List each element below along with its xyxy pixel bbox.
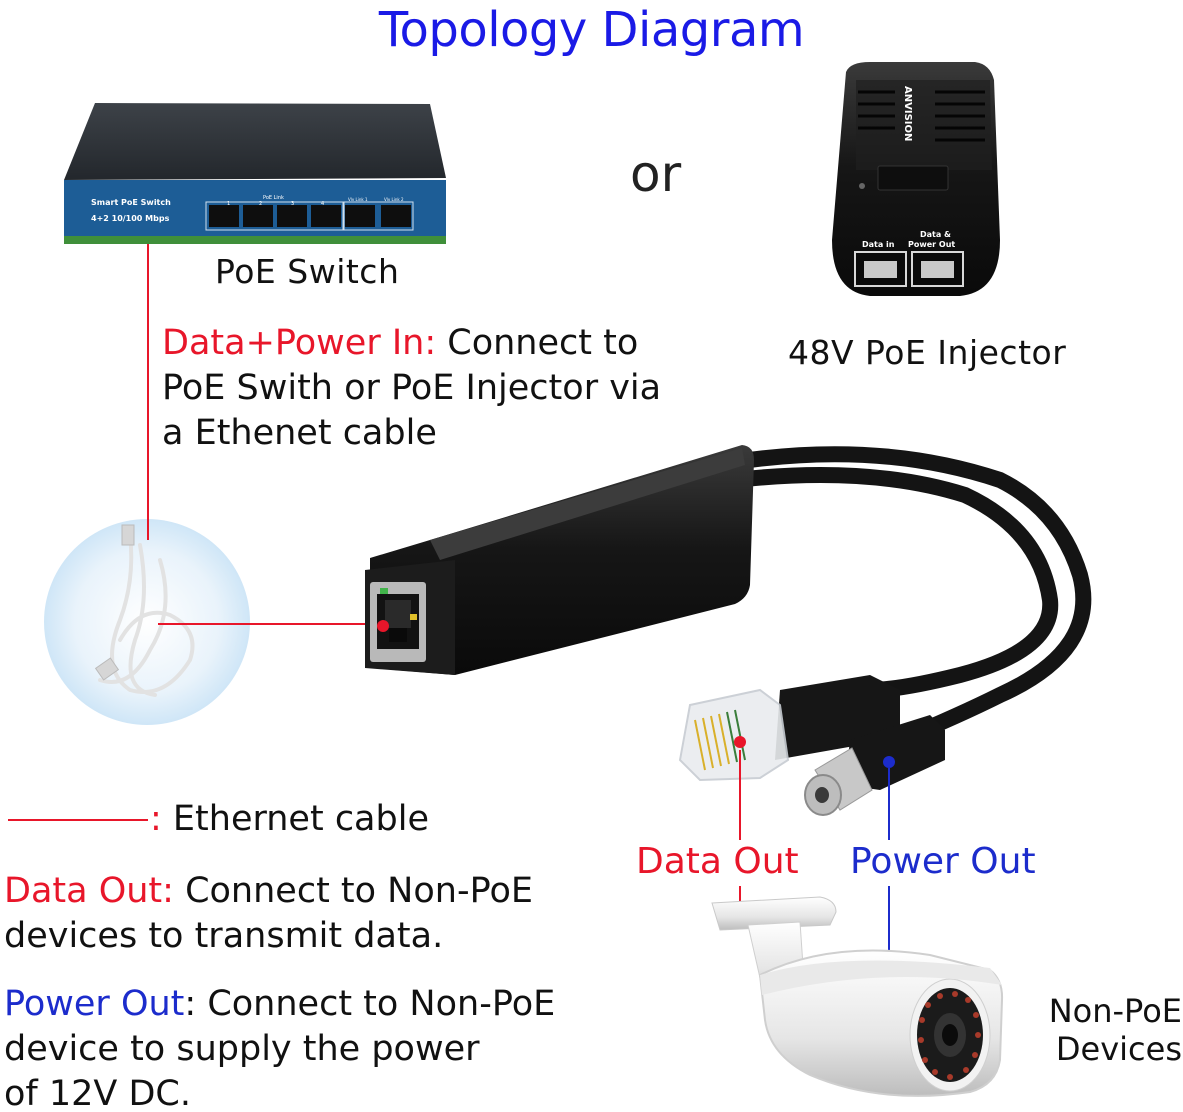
injector-led	[859, 183, 865, 189]
poe-injector-device: ANVISION Data in Data & Power Out	[832, 62, 1000, 296]
data-out-desc-line1-rest: Connect to Non-PoE	[173, 871, 533, 911]
data-power-in-line1-rest: Connect to	[436, 323, 639, 363]
or-text: or	[630, 145, 682, 203]
dc-plug-power-out	[804, 715, 945, 816]
power-out-desc-line-3: of 12V DC.	[4, 1074, 191, 1112]
power-out-label: Power Out	[850, 841, 1036, 882]
injector-port-data-in	[854, 251, 907, 287]
data-out-desc-line-2: devices to transmit data.	[4, 916, 444, 956]
switch-port-2	[243, 205, 273, 227]
power-out-marker	[883, 756, 895, 768]
switch-poe-link-label: PoE Link	[263, 195, 284, 201]
injector-port-in-label: Data in	[862, 240, 895, 249]
switch-uplink-label-1: Vlv Link 1	[348, 197, 368, 202]
power-out-description: Power Out: Connect to Non-PoE device to …	[4, 982, 555, 1112]
poe-splitter-device	[365, 445, 754, 675]
data-power-in-line-2: PoE Swith or PoE Injector via	[162, 368, 662, 408]
switch-port-num-4: 4	[321, 201, 324, 207]
switch-bottom-strip	[64, 236, 446, 244]
switch-front-title: Smart PoE Switch	[91, 198, 171, 207]
switch-top-panel	[64, 103, 446, 180]
data-out-desc-line-1: Data Out: Connect to Non-PoE	[4, 869, 533, 914]
injector-brand: ANVISION	[902, 86, 913, 141]
legend-ethernet: : Ethernet cable	[150, 797, 429, 842]
power-out-desc-line-1: Power Out: Connect to Non-PoE	[4, 982, 555, 1027]
splitter-led-yellow	[410, 614, 417, 620]
data-out-marker	[734, 736, 746, 748]
legend-ethernet-label: Ethernet cable	[161, 799, 429, 839]
switch-port-num-3: 3	[291, 201, 294, 207]
power-out-desc-line1-rest: : Connect to Non-PoE	[184, 984, 556, 1024]
splitter-led-green	[380, 588, 388, 594]
injector-label-plate	[877, 165, 949, 191]
splitter-cables	[727, 446, 1092, 748]
power-out-desc-line-2: device to supply the power	[4, 1029, 480, 1069]
non-poe-line-2: Devices	[1055, 1030, 1182, 1068]
injector-port-out-label-1: Data &	[920, 230, 951, 239]
poe-switch-device: Smart PoE Switch 4+2 10/100 Mbps PoE Lin…	[64, 103, 446, 244]
switch-port-3	[277, 205, 307, 227]
data-out-label: Data Out	[636, 841, 799, 882]
power-out-desc-heading: Power Out	[4, 984, 185, 1024]
data-power-in-line-1: Data+Power In: Connect to	[162, 321, 661, 366]
cable-connector-bottom	[94, 657, 120, 681]
data-power-in-marker	[377, 620, 389, 632]
non-poe-line-1: Non-PoE	[1048, 992, 1182, 1030]
data-out-desc-heading: Data Out:	[4, 871, 174, 911]
switch-uplink-port-1	[345, 205, 375, 227]
cable-connector-top	[121, 524, 135, 546]
poe-injector-label: 48V PoE Injector	[788, 333, 1067, 372]
data-power-in-line-3: a Ethenet cable	[162, 413, 437, 453]
ethernet-cable-illustration	[44, 519, 250, 725]
switch-port-4	[311, 205, 341, 227]
injector-port-out-label-2: Power Out	[908, 240, 955, 249]
security-camera-device	[711, 896, 1004, 1097]
data-power-in-heading: Data+Power In:	[162, 323, 437, 363]
switch-port-1	[209, 205, 239, 227]
non-poe-devices-label: Non-PoE Devices	[1032, 992, 1182, 1068]
data-out-description: Data Out: Connect to Non-PoE devices to …	[4, 869, 533, 959]
switch-uplink-port-2	[381, 205, 411, 227]
switch-port-num-1: 1	[227, 201, 230, 207]
poe-switch-label: PoE Switch	[215, 252, 400, 291]
switch-uplink-label-2: Vlv Link 2	[384, 197, 404, 202]
switch-front-subtitle: 4+2 10/100 Mbps	[91, 214, 170, 223]
rj45-plug-data-out	[678, 675, 900, 782]
page-title: Topology Diagram	[378, 2, 805, 58]
legend-ethernet-separator: :	[150, 799, 162, 839]
cable-background-circle	[44, 519, 250, 725]
switch-port-num-2: 2	[259, 201, 262, 207]
data-power-in-description: Data+Power In: Connect to PoE Swith or P…	[162, 321, 661, 456]
